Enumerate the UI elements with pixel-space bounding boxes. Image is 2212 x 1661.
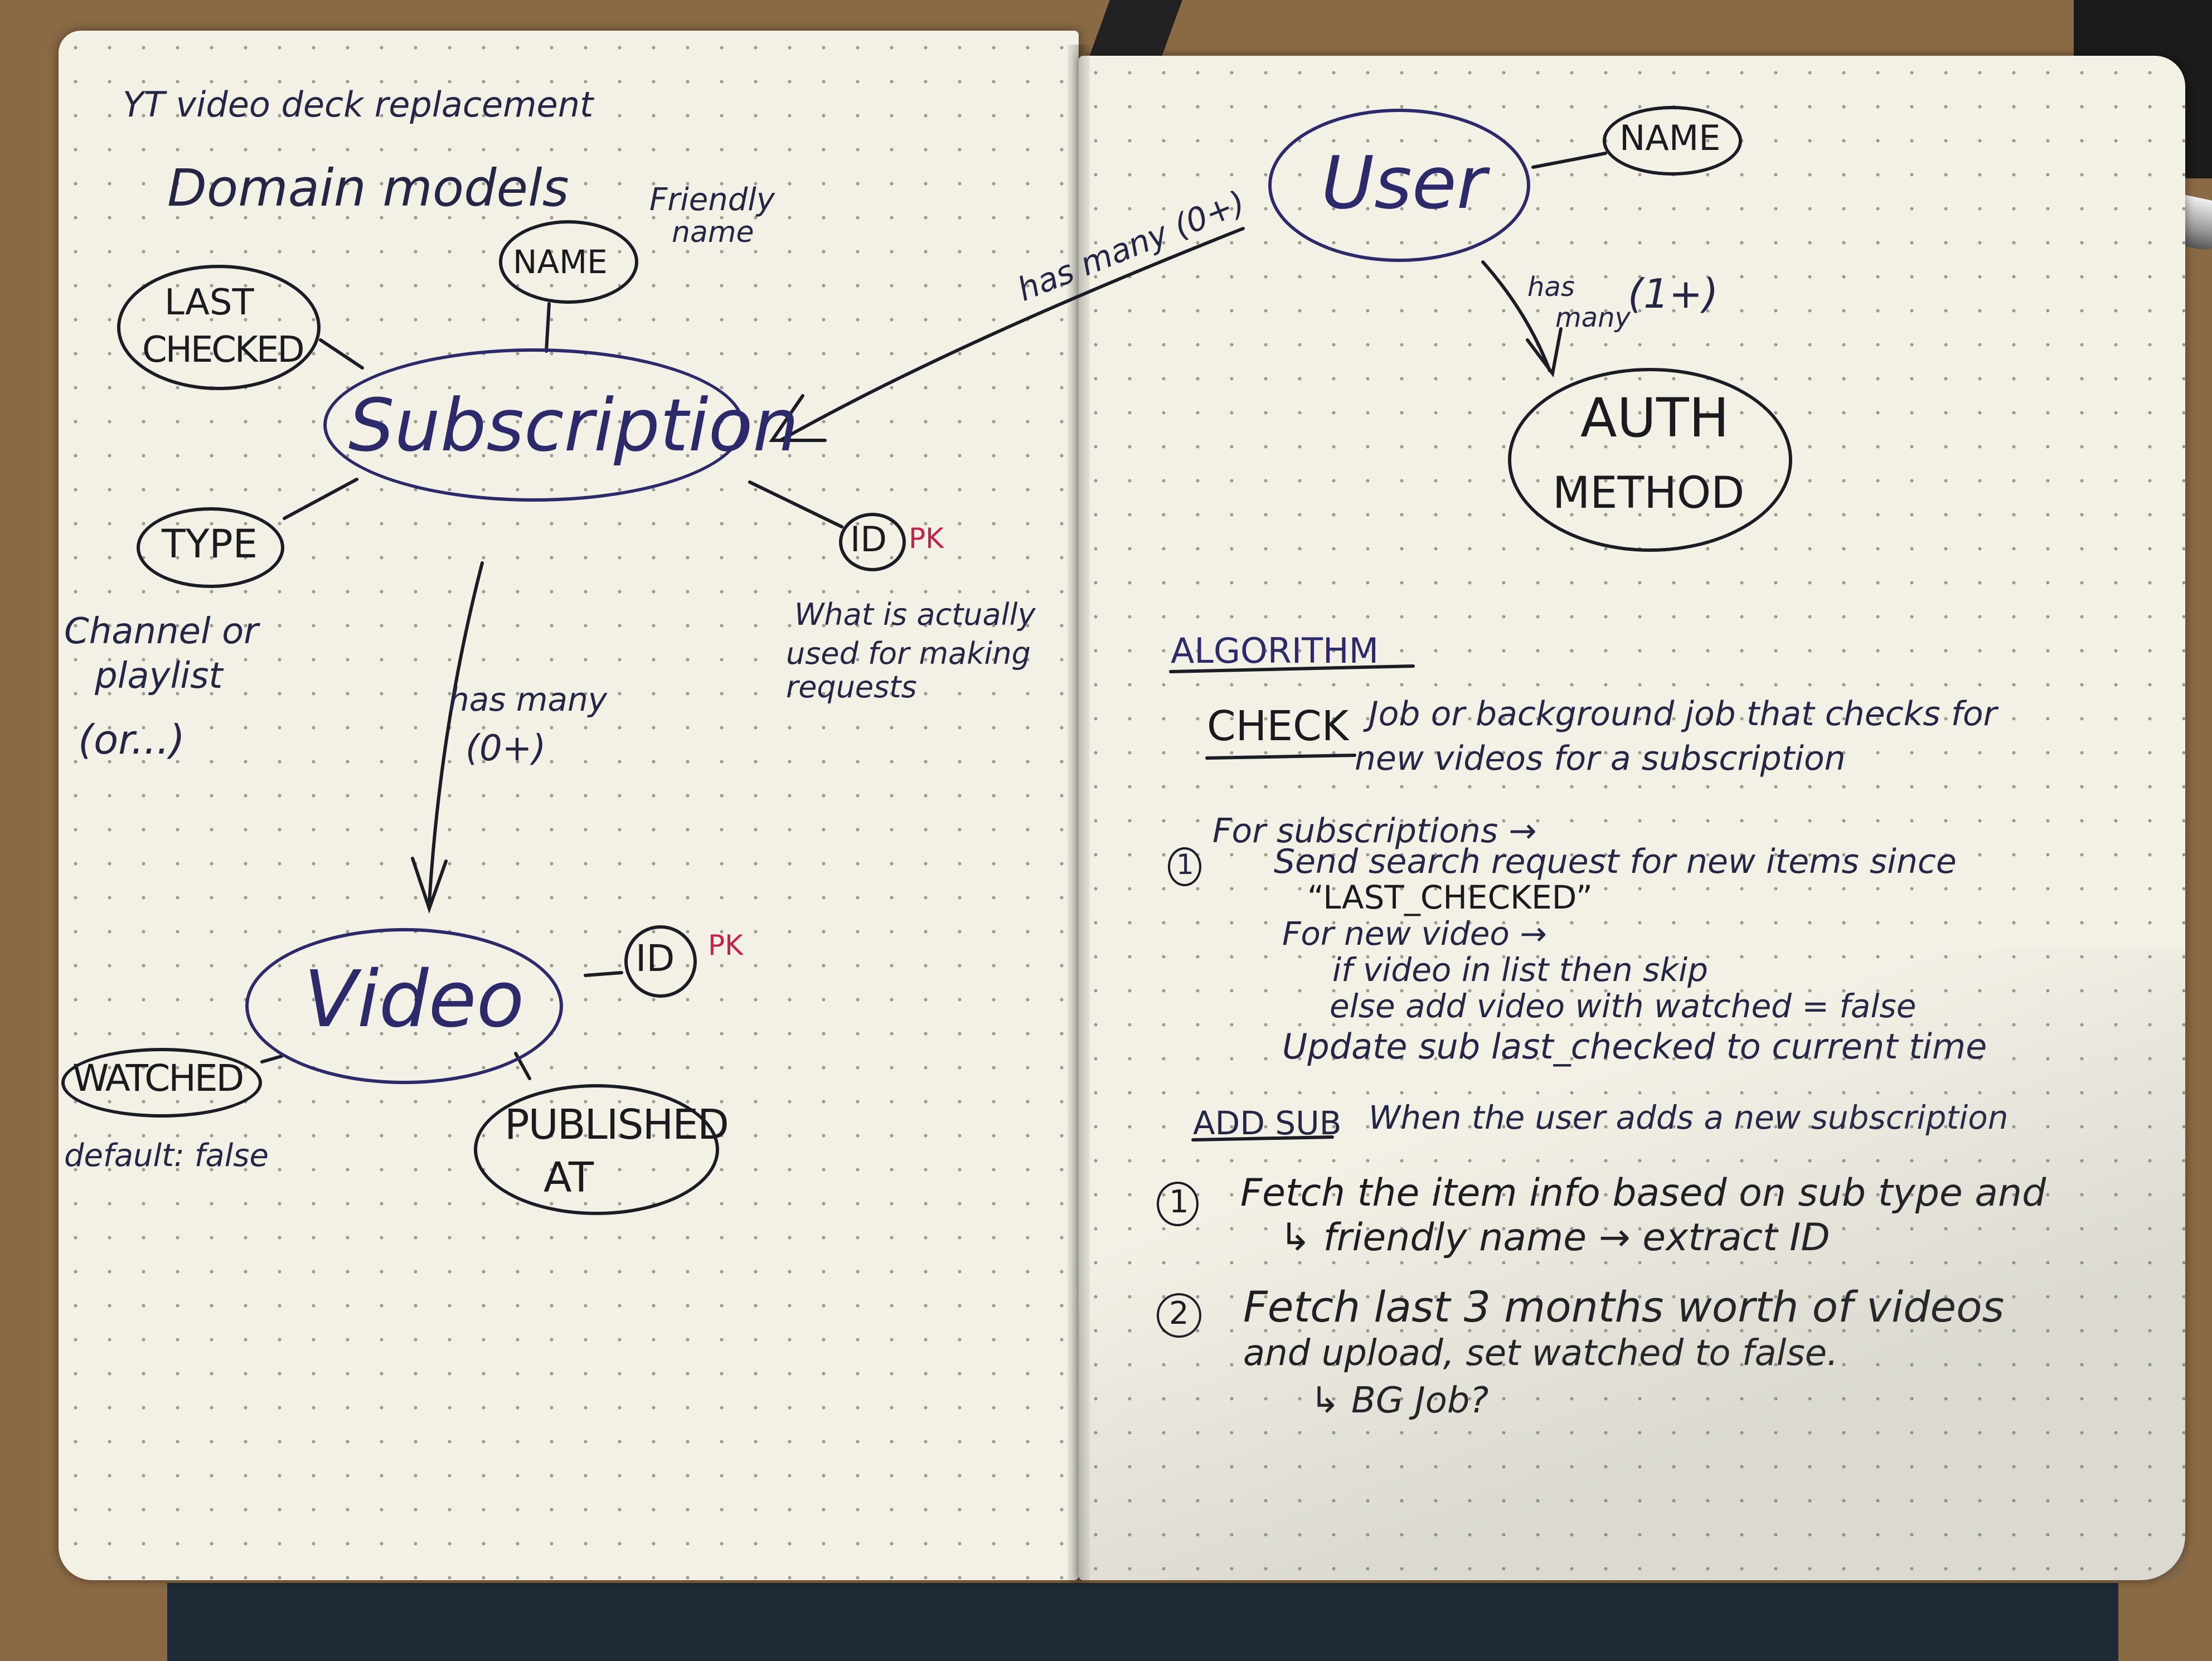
- published-at-oval: [474, 1084, 719, 1215]
- user-name-connector: [1531, 152, 1607, 169]
- check-desc-line1: Job or background job that checks for: [1369, 694, 1997, 734]
- sub-lastchecked-connector: [319, 338, 364, 370]
- check-step-circle: [1168, 847, 1201, 886]
- video-id-oval: [624, 925, 697, 998]
- type-label: TYPE: [162, 521, 258, 567]
- check-line-6: else add video with watched = false: [1330, 987, 1917, 1025]
- has-many-label-line1: has many: [449, 681, 608, 718]
- user-sub-arrow: [779, 227, 1245, 442]
- video-watched-connector: [260, 1055, 283, 1063]
- page-title: YT video deck replacement: [123, 84, 594, 125]
- check-desc-line2: new videos for a subscription: [1355, 739, 1846, 778]
- last-checked-line2: CHECKED: [142, 329, 305, 371]
- video-oval: [245, 928, 563, 1084]
- addsub-underline: [1191, 1135, 1334, 1142]
- video-id-pk: PK: [708, 929, 743, 961]
- add-sub-step1-circle: [1157, 1182, 1199, 1226]
- user-auth-arrowhead: [1526, 327, 1563, 378]
- sub-name-label: NAME: [513, 243, 608, 281]
- user-name-label: NAME: [1619, 118, 1721, 158]
- sub-type-connector: [283, 478, 358, 520]
- type-note-line2: playlist: [95, 655, 223, 697]
- add-sub-step2-number: 2: [1169, 1295, 1189, 1332]
- add-sub-step2-circle: [1157, 1293, 1201, 1338]
- user-entity: User: [1321, 140, 1487, 225]
- check-line-5: if video in list then skip: [1332, 951, 1708, 989]
- add-sub-step2-line2: and upload, set watched to false.: [1243, 1333, 1839, 1374]
- user-auth-arrow: [1481, 260, 1551, 372]
- notebook-cover: [167, 1583, 2118, 1661]
- sub-name-oval: [499, 220, 638, 304]
- sub-id-pk: PK: [909, 522, 944, 555]
- add-sub-step1-number: 1: [1169, 1184, 1189, 1220]
- algorithm-heading: ALGORITHM: [1171, 630, 1379, 671]
- name-note-line2: name: [672, 216, 754, 249]
- type-note-line1: Channel or: [64, 611, 259, 652]
- sub-id-note-line2: used for making: [786, 636, 1031, 671]
- check-line-3: “LAST_CHECKED”: [1307, 878, 1593, 916]
- type-note-line3: (or...): [78, 716, 185, 763]
- add-sub-label: ADD SUB: [1193, 1104, 1342, 1142]
- check-underline: [1205, 754, 1356, 760]
- check-step-number: 1: [1176, 848, 1194, 881]
- user-name-oval: [1603, 106, 1742, 176]
- right-page: [1079, 56, 2185, 1580]
- auth-method-oval: [1508, 368, 1792, 552]
- auth-relation-line3: (1+): [1628, 270, 1719, 317]
- published-at-line2: AT: [544, 1154, 594, 1202]
- check-line-2: Send search request for new items since: [1274, 842, 1957, 881]
- sub-name-connector: [545, 302, 551, 353]
- video-id-connector: [584, 971, 623, 977]
- domain-models-heading: Domain models: [167, 158, 569, 218]
- algorithm-underline: [1169, 664, 1415, 673]
- sub-id-note-line1: What is actually: [794, 597, 1036, 632]
- add-sub-desc: When the user adds a new subscription: [1369, 1099, 2009, 1137]
- user-oval: [1268, 109, 1530, 262]
- add-sub-step1-line1: Fetch the item info based on sub type an…: [1240, 1171, 2046, 1215]
- sub-id-note-line3: requests: [786, 669, 917, 705]
- type-oval: [137, 507, 284, 588]
- sub-id-connector: [748, 480, 843, 528]
- sub-id-oval: [839, 513, 906, 571]
- has-many-label-line2: (0+): [465, 728, 546, 769]
- add-sub-step2-line1: Fetch last 3 months worth of videos: [1243, 1282, 2005, 1332]
- auth-method-line2: METHOD: [1553, 468, 1745, 518]
- sub-video-arrow: [428, 561, 484, 905]
- name-note-line1: Friendly: [649, 182, 775, 218]
- video-entity: Video: [304, 954, 525, 1045]
- video-id-label: ID: [636, 937, 675, 980]
- user-sub-arrowhead: [769, 394, 827, 442]
- auth-relation-line1: has: [1527, 271, 1575, 303]
- last-checked-oval: [117, 265, 321, 390]
- sub-video-arrowhead: [411, 857, 448, 914]
- subscription-entity: Subscription: [348, 383, 799, 468]
- watched-label: WATCHED: [72, 1057, 244, 1100]
- add-sub-step1-line2: ↳ friendly name → extract ID: [1279, 1216, 1830, 1260]
- last-checked-line1: LAST: [164, 282, 254, 323]
- auth-relation-line2: many: [1555, 302, 1631, 333]
- check-line-7: Update sub last_checked to current time: [1282, 1026, 1987, 1067]
- subscription-oval: [323, 348, 744, 502]
- sub-id-label: ID: [850, 519, 887, 560]
- watched-oval: [61, 1048, 262, 1118]
- watched-note: default: false: [64, 1138, 269, 1174]
- check-label: CHECK: [1207, 702, 1349, 750]
- auth-method-line1: AUTH: [1580, 387, 1729, 449]
- add-sub-step2-line3: ↳ BG Job?: [1310, 1380, 1489, 1421]
- check-line-4: For new video →: [1282, 915, 1547, 953]
- check-line-1: For subscriptions →: [1212, 812, 1537, 851]
- published-at-line1: PUBLISHED: [505, 1101, 729, 1149]
